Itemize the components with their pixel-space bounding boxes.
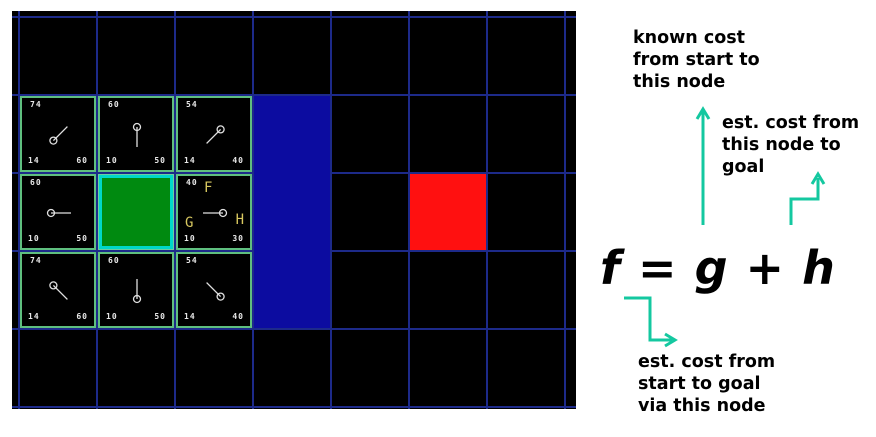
open-node-cell: 74 14 60 [20, 96, 96, 172]
parent-pointer-icon [203, 208, 228, 218]
start-cell [99, 175, 173, 249]
g-score: 10 [106, 156, 118, 165]
open-node-cell: 74 14 60 [20, 252, 96, 328]
g-score: 10 [106, 312, 118, 321]
grid-line-vertical [486, 11, 488, 409]
h-score: 50 [154, 156, 166, 165]
formula-plus: + [745, 241, 786, 295]
grid-line-horizontal [12, 94, 576, 96]
goal-cell [410, 174, 486, 250]
h-score: 50 [76, 234, 88, 243]
grid-line-vertical [564, 11, 566, 409]
h-score: 40 [232, 312, 244, 321]
f-arrow [624, 296, 672, 342]
g-annotation-line-2: from start to [633, 50, 760, 70]
parent-pointer-icon [206, 282, 225, 301]
f-annotation: est. cost from start to goal via this no… [638, 351, 775, 417]
h-score: 30 [232, 234, 244, 243]
f-annotation-line-3: via this node [638, 396, 766, 416]
g-score: 14 [28, 312, 40, 321]
parent-pointer-icon [46, 208, 71, 218]
f-score: 54 [186, 100, 198, 109]
grid-line-vertical [330, 11, 332, 409]
g-score: 14 [28, 156, 40, 165]
arrow-group [624, 106, 826, 348]
wall-column [254, 96, 330, 328]
g-score: 14 [184, 156, 196, 165]
g-score: 10 [184, 234, 196, 243]
h-score: 50 [154, 312, 166, 321]
h-score: 60 [76, 156, 88, 165]
g-label: G [185, 215, 194, 231]
grid-line-horizontal [12, 406, 576, 408]
h-label: H [235, 212, 244, 228]
f-score: 60 [30, 178, 42, 187]
f-score: 54 [186, 256, 198, 265]
g-annotation-line-3: this node [633, 72, 726, 92]
g-annotation: known cost from start to this node [633, 27, 760, 93]
open-node-cell: 40 10 30 F G H [176, 174, 252, 250]
f-arrowhead [664, 332, 678, 348]
open-node-cell: 60 10 50 [98, 252, 174, 328]
h-arrow [789, 178, 820, 225]
formula-f: f [600, 241, 622, 295]
parent-pointer-icon [206, 125, 225, 144]
g-annotation-line-1: known cost [633, 28, 746, 48]
parent-pointer-icon [49, 281, 68, 300]
grid-line-vertical [174, 11, 176, 409]
f-annotation-line-1: est. cost from [638, 352, 776, 372]
grid-line-horizontal [12, 328, 576, 330]
formula-g: g [694, 241, 729, 295]
f-label: F [204, 180, 213, 196]
grid-line-vertical [252, 11, 254, 409]
h-annotation-line-1: est. cost from [722, 113, 860, 133]
f-score: 74 [30, 256, 42, 265]
parent-pointer-icon [49, 126, 68, 145]
open-node-cell: 54 14 40 [176, 96, 252, 172]
g-score: 10 [28, 234, 40, 243]
cost-formula: f = g + h [600, 240, 836, 296]
grid-line-vertical [18, 11, 20, 409]
formula-h: h [802, 241, 836, 295]
h-annotation-line-3: goal [722, 157, 765, 177]
f-annotation-line-2: start to goal [638, 374, 761, 394]
h-annotation: est. cost from this node to goal [722, 112, 859, 178]
grid-line-horizontal [12, 16, 576, 18]
open-node-cell: 60 10 50 [98, 96, 174, 172]
h-score: 60 [76, 312, 88, 321]
f-score: 60 [108, 256, 120, 265]
parent-pointer-icon [132, 279, 142, 304]
grid-line-vertical [96, 11, 98, 409]
grid-line-vertical [408, 11, 410, 409]
h-score: 40 [232, 156, 244, 165]
formula-equals: = [638, 241, 678, 295]
g-arrowhead [695, 106, 711, 120]
f-score: 74 [30, 100, 42, 109]
h-arrowhead [810, 171, 826, 185]
f-score: 40 [186, 178, 198, 187]
f-score: 60 [108, 100, 120, 109]
parent-pointer-icon [132, 122, 142, 147]
g-score: 14 [184, 312, 196, 321]
h-annotation-line-2: this node to [722, 135, 841, 155]
open-node-cell: 54 14 40 [176, 252, 252, 328]
open-node-cell: 60 10 50 [20, 174, 96, 250]
